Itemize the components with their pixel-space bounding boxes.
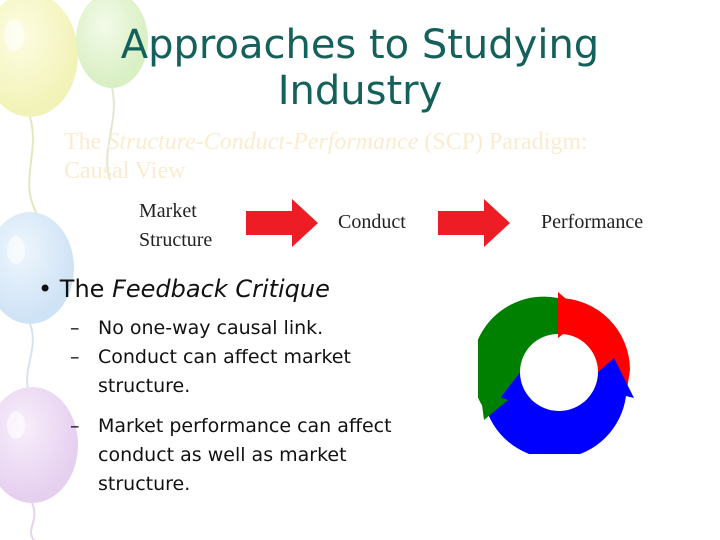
feedback-italic: Feedback Critique [112,275,330,303]
right-arrow-icon [246,199,318,247]
slide-title-line1: Approaches to Studying [120,22,600,68]
scp-heading-suffix: (SCP) Paradigm: [424,129,588,155]
list-item: – No one-way causal link. [70,314,430,343]
list-item: – Market performance can affect conduct … [70,412,430,499]
balloon-icon [76,0,148,88]
list-item-text: No one-way causal link. [98,317,324,339]
cycle-arrows-icon [478,292,634,454]
market-structure-label: Market Structure [139,197,212,255]
balloon-icon [0,387,78,503]
scp-heading-line2: Causal View [64,158,186,184]
list-item-text: Conduct can affect market structure. [98,346,351,397]
feedback-prefix: The [59,275,105,303]
list-item: – Conduct can affect market structure. [70,343,430,401]
performance-label: Performance [541,211,644,233]
balloon-icon [0,0,78,117]
dash-icon: – [70,346,80,368]
slide-title: Approaches to Studying Industry [0,22,720,114]
conduct-label: Conduct [338,211,406,233]
dash-icon: – [70,415,80,437]
slide-title-line2: Industry [277,68,443,114]
dash-icon: – [70,317,80,339]
bullet-icon: • [38,275,53,303]
scp-heading-prefix: The [64,129,102,155]
scp-heading: The Structure-Conduct-Performance (SCP) … [64,128,704,186]
list-item-text: Market performance can affect conduct as… [98,415,392,495]
right-arrow-icon [438,199,510,247]
market-label-line2: Structure [139,229,213,251]
balloon-icon [0,212,74,324]
market-label-line1: Market [139,200,197,222]
scp-heading-italic: Structure-Conduct-Performance [107,129,419,155]
feedback-bullet: • The Feedback Critique [38,274,330,304]
